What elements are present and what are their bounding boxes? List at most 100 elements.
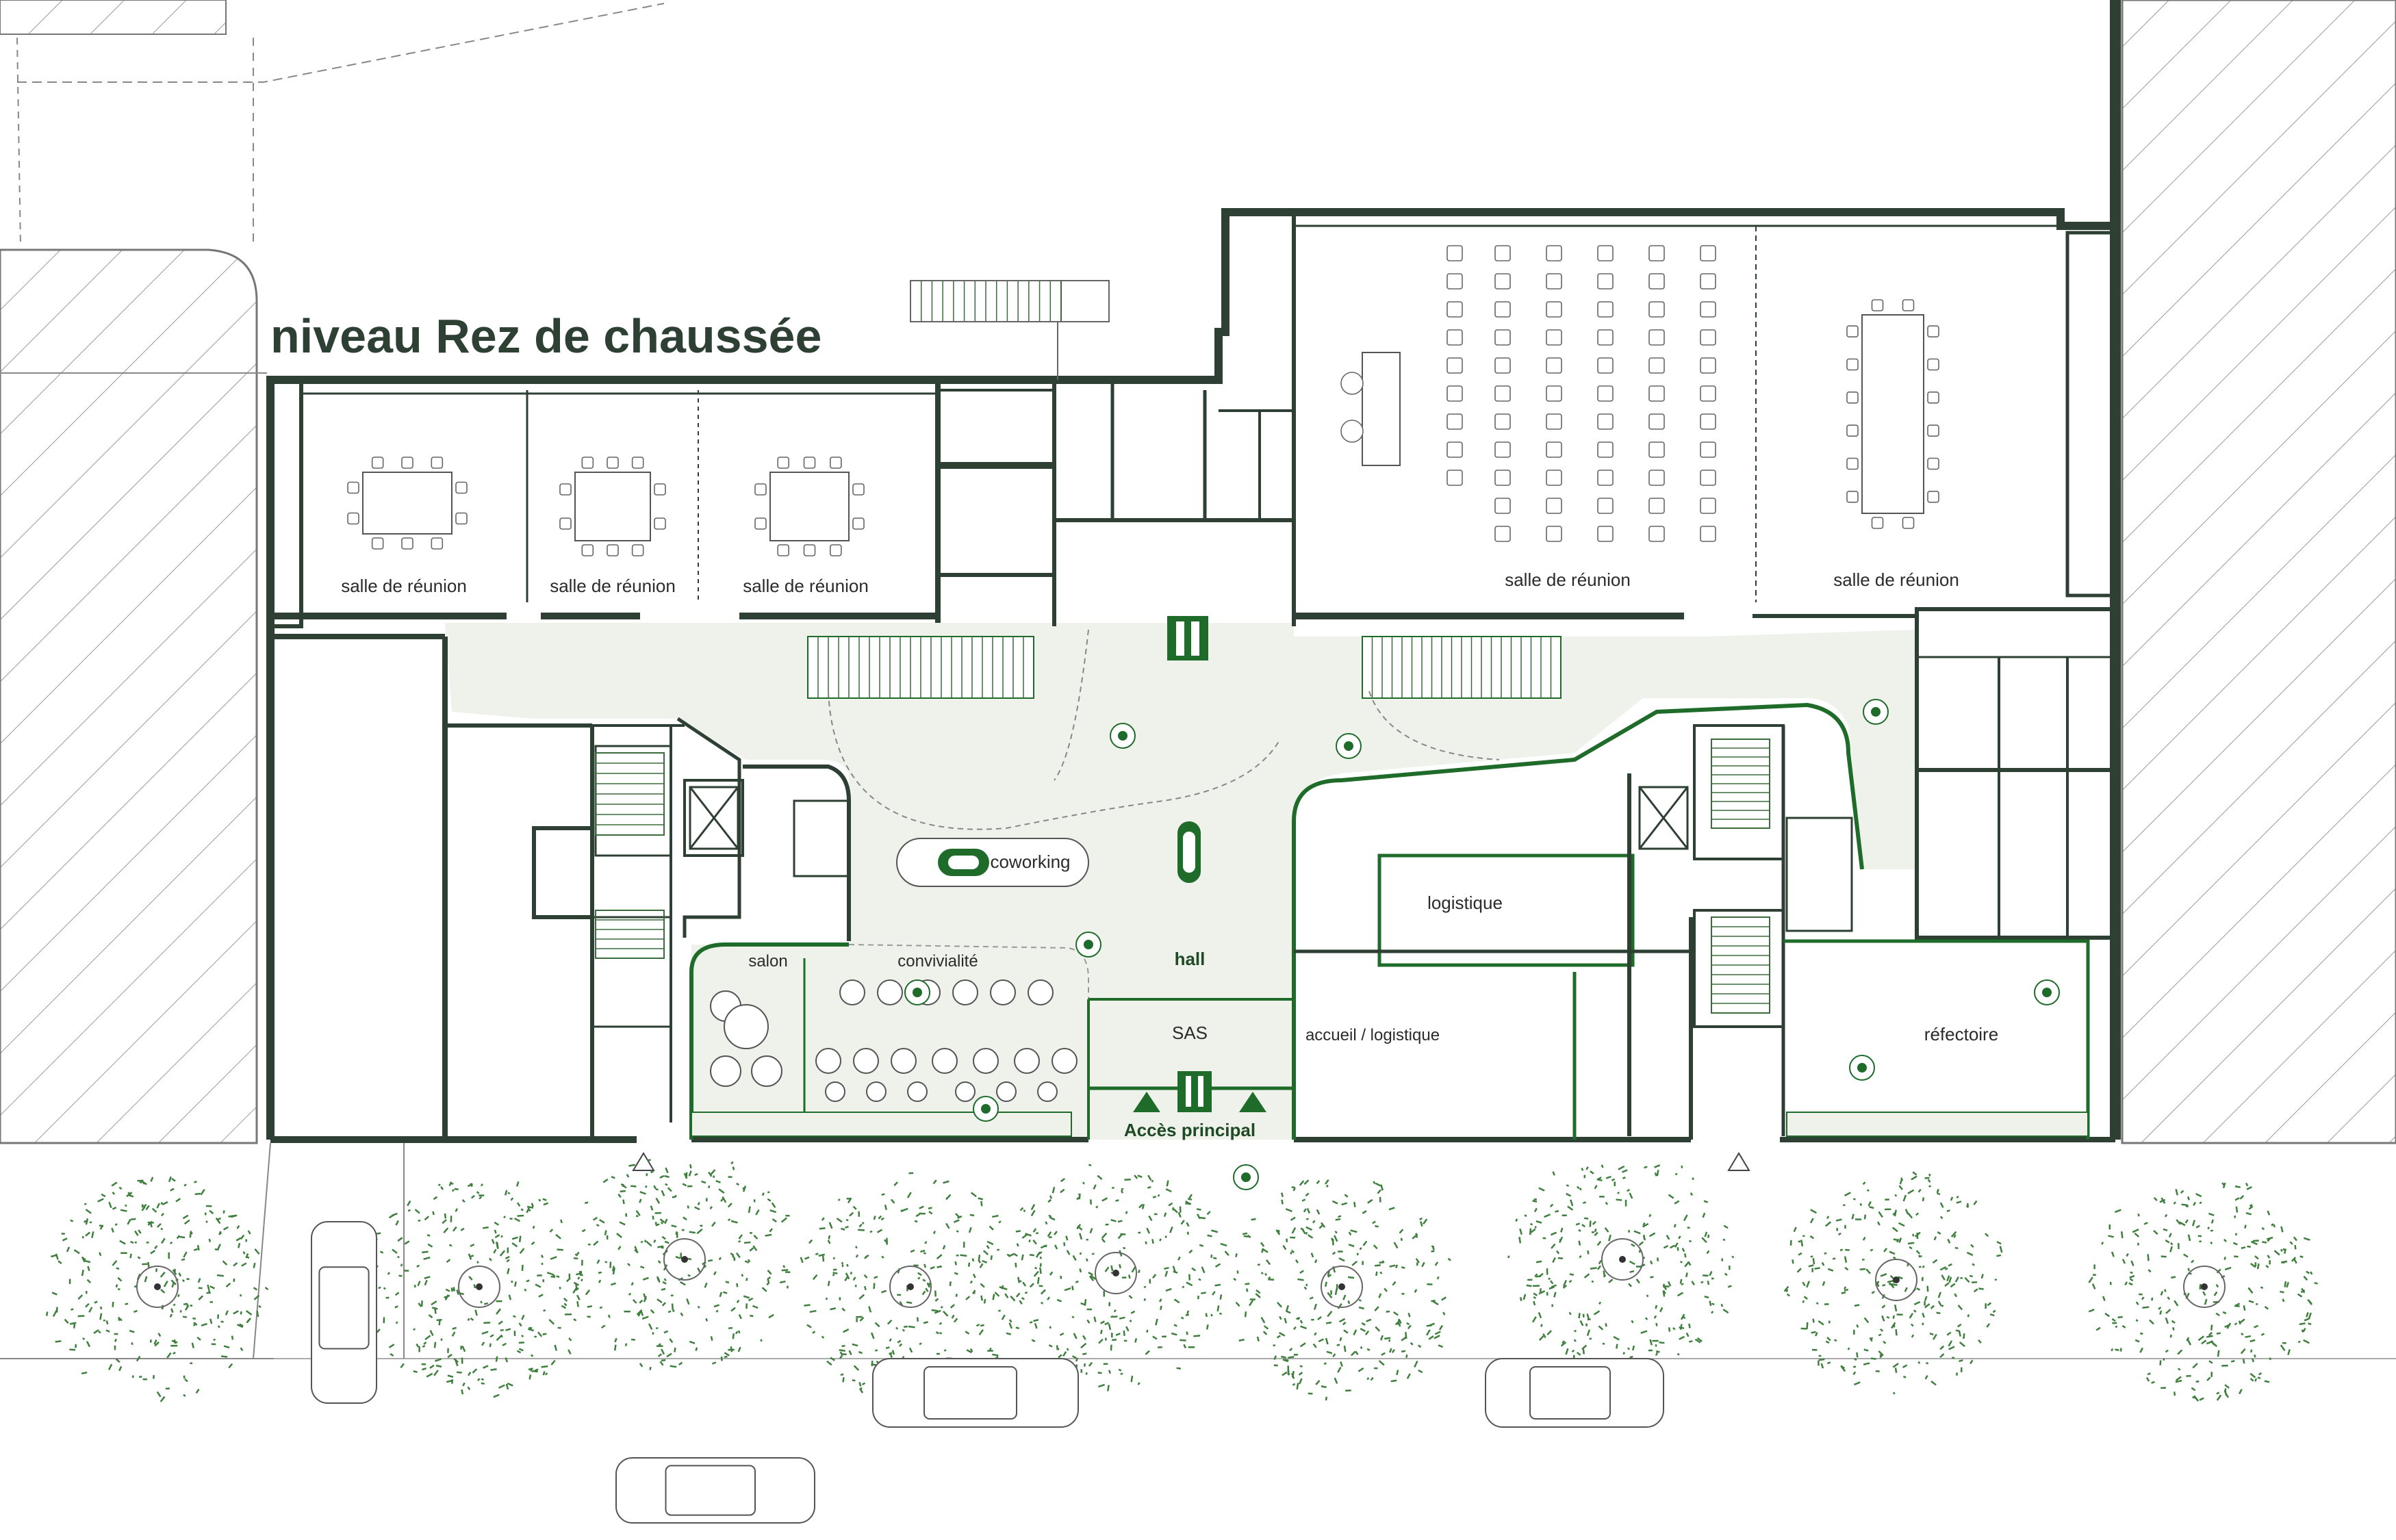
tree-icon: [365, 1181, 591, 1398]
chair-icon: [1546, 441, 1562, 458]
armchair-icon: [710, 979, 1078, 1102]
coworking-table: [896, 838, 1089, 887]
chair-icon: [1597, 245, 1614, 261]
chair-icon: [581, 544, 594, 556]
chair-icon: [1597, 413, 1614, 430]
armchair-icon: [1028, 979, 1054, 1005]
chair-icon: [1648, 301, 1665, 318]
armchair-icon: [877, 979, 903, 1005]
chair-icon: [1546, 498, 1562, 514]
chair-icon: [1494, 273, 1511, 290]
salon-label: salon: [748, 952, 787, 971]
chair-icon: [1927, 392, 1939, 404]
chair-icon: [1700, 301, 1716, 318]
chair-icon: [1927, 358, 1939, 371]
chair-icon: [1546, 385, 1562, 402]
chair-icon: [631, 457, 644, 469]
chair-icon: [1871, 299, 1884, 311]
chair-icon: [1927, 325, 1939, 337]
chair-icon: [607, 457, 619, 469]
chair-icon: [1700, 413, 1716, 430]
coworking-label: coworking: [990, 851, 1070, 872]
chair-icon: [1597, 357, 1614, 374]
chair-icon: [1846, 457, 1859, 470]
armchair-icon: [1037, 1081, 1058, 1102]
meeting-room-3-label: salle de réunion: [743, 576, 869, 596]
chair-icon: [803, 457, 816, 469]
chair-icon: [1648, 385, 1665, 402]
accueil-label: accueil / logistique: [1305, 1026, 1440, 1044]
chair-icon: [1494, 329, 1511, 346]
chair-icon: [1446, 441, 1463, 458]
person-icon: [913, 988, 922, 997]
chair-icon: [1700, 470, 1716, 486]
chair-icon: [1648, 357, 1665, 374]
chair-icon: [431, 457, 444, 469]
chair-icon: [1648, 526, 1665, 542]
chair-icon: [754, 483, 767, 496]
chair-icon: [1494, 526, 1511, 542]
armchair-icon: [1014, 1048, 1040, 1074]
chair-icon: [455, 512, 468, 525]
chair-icon: [1446, 301, 1463, 318]
chair-icon: [1597, 526, 1614, 542]
chair-icon: [654, 517, 666, 530]
chair-icon: [1846, 491, 1859, 503]
door-swings: [828, 629, 1500, 830]
chair-icon: [1546, 273, 1562, 290]
armchair-icon: [839, 979, 865, 1005]
chair-icon: [852, 483, 865, 496]
chair-icon: [1871, 517, 1884, 529]
logistique-label: logistique: [1427, 893, 1503, 913]
chair-icon: [1927, 424, 1939, 437]
person-icon: [1084, 940, 1093, 949]
chair-icon: [1446, 245, 1463, 261]
armchair-icon: [866, 1081, 887, 1102]
hall-label: hall: [1175, 949, 1206, 969]
person-icon: [1118, 731, 1127, 741]
chair-icon: [455, 481, 468, 494]
chair-icon: [1927, 457, 1939, 470]
chair-icon: [1648, 413, 1665, 430]
chair-icon: [1846, 325, 1859, 337]
chair-icon: [1902, 517, 1915, 529]
person-icon: [904, 699, 2060, 1190]
secondary-entrance-icon: [632, 1152, 1750, 1171]
tree-icon: [1507, 1164, 1735, 1376]
car-icon: [311, 1221, 1664, 1524]
chair-icon: [1597, 301, 1614, 318]
chair-icon: [1597, 385, 1614, 402]
armchair-icon: [1052, 1048, 1078, 1074]
chair-icon: [1494, 441, 1511, 458]
site-boundary: [0, 3, 2396, 1359]
chair-icon: [347, 481, 359, 494]
chair-icon: [401, 457, 413, 469]
chair-icon: [559, 517, 572, 530]
chair-icon: [401, 537, 413, 550]
tree-icon: [1233, 1179, 1451, 1401]
meeting-room-4-label: salle de réunion: [1505, 569, 1631, 590]
person-icon: [2042, 988, 2052, 997]
chair-icon: [347, 512, 359, 525]
armchair-icon: [973, 1048, 999, 1074]
plan-title: niveau Rez de chaussée: [270, 309, 821, 363]
building-walls: [266, 0, 2121, 1143]
chair-icon: [1546, 470, 1562, 486]
tree-icon: [1783, 1171, 2003, 1395]
meeting-room-2-label: salle de réunion: [550, 576, 676, 596]
chair-icon: [852, 517, 865, 530]
facade-bench: [691, 1112, 2089, 1137]
chair-icon: [1494, 357, 1511, 374]
chair-icon: [371, 537, 384, 550]
chair-icon: [1648, 329, 1665, 346]
chair-icon: [1494, 413, 1511, 430]
car-icon: [1485, 1358, 1664, 1428]
chair-icon: [1446, 329, 1463, 346]
chair-icon: [830, 457, 842, 469]
chair-icon: [1494, 385, 1511, 402]
circulation-area: [445, 623, 1917, 1140]
person-icon: [1241, 1172, 1251, 1182]
chair-icon: [654, 483, 666, 496]
tree-icon: [45, 1159, 2318, 1404]
